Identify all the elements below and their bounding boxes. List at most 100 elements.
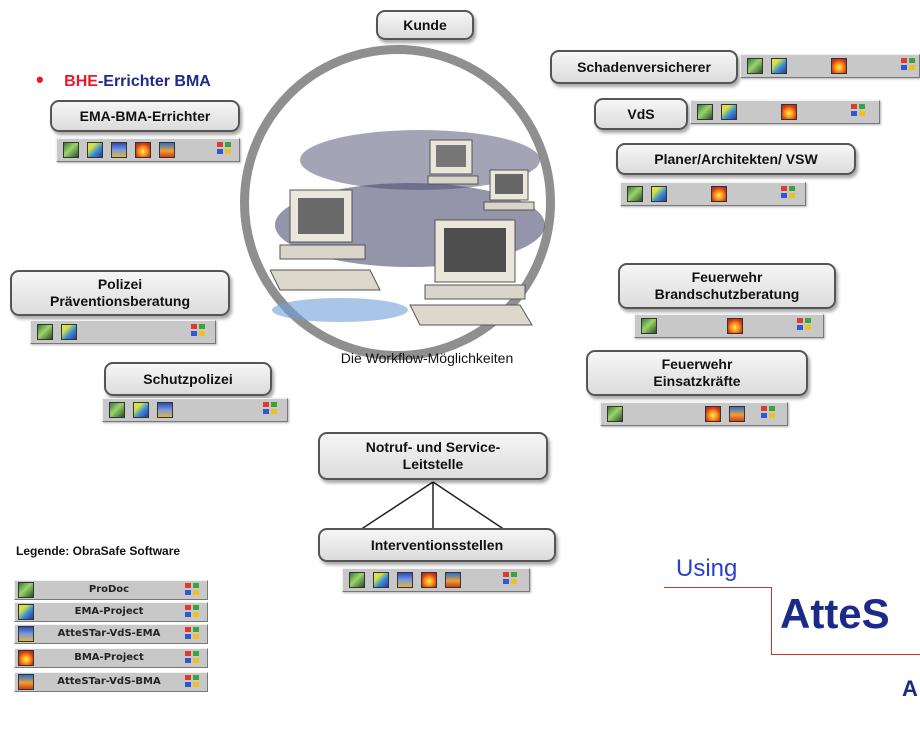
bhe-label: • BHE-Errichter BMA bbox=[36, 66, 211, 92]
attestar-vds-bma-icon bbox=[729, 406, 745, 422]
bhe-prefix: BHE bbox=[64, 73, 98, 90]
bma-project-icon bbox=[705, 406, 721, 422]
attestar-vds-bma-icon bbox=[445, 572, 461, 588]
feuerwehr-brand-line2: Brandschutzberatung bbox=[654, 286, 800, 302]
ema-project-icon bbox=[18, 604, 34, 620]
software-bar-feuerwehr-einsatz bbox=[600, 402, 788, 426]
network-computers-illustration bbox=[270, 130, 545, 326]
stakeholder-feuerwehr-brandschutzberatung: Feuerwehr Brandschutzberatung bbox=[618, 263, 836, 309]
bma-project-icon bbox=[421, 572, 437, 588]
attestar-vds-ema-icon bbox=[397, 572, 413, 588]
windows-icon bbox=[217, 142, 233, 156]
windows-icon bbox=[185, 675, 201, 689]
bullet-icon: • bbox=[36, 67, 44, 92]
legend-label: AtteSTar-VdS-EMA bbox=[57, 628, 161, 639]
windows-icon bbox=[797, 318, 813, 332]
prodoc-icon bbox=[697, 104, 713, 120]
windows-icon bbox=[781, 186, 797, 200]
bma-project-icon bbox=[727, 318, 743, 334]
using-text: Using bbox=[676, 555, 738, 582]
windows-icon bbox=[761, 406, 777, 420]
stakeholder-polizei-praeventionsberatung: Polizei Präventionsberatung bbox=[10, 270, 230, 316]
legend-title: Legende: ObraSafe Software bbox=[16, 544, 181, 558]
legend-item-ema-project: EMA-Project bbox=[14, 602, 208, 622]
legend-label: BMA-Project bbox=[74, 652, 144, 663]
attestar-vds-bma-icon bbox=[159, 142, 175, 158]
polizei-line1: Polizei bbox=[97, 276, 143, 292]
ema-project-icon bbox=[771, 58, 787, 74]
brand-sub-partial: A bbox=[902, 676, 918, 701]
feuerwehr-einsatz-line1: Feuerwehr bbox=[661, 356, 733, 372]
prodoc-icon bbox=[18, 582, 34, 598]
software-bar-feuerwehr-brand bbox=[634, 314, 824, 338]
stakeholder-kunde: Kunde bbox=[376, 10, 474, 40]
legend-label: EMA-Project bbox=[74, 606, 144, 617]
stakeholder-schutzpolizei: Schutzpolizei bbox=[104, 362, 272, 396]
stakeholder-feuerwehr-einsatzkraefte: Feuerwehr Einsatzkräfte bbox=[586, 350, 808, 396]
attestar-vds-ema-icon bbox=[111, 142, 127, 158]
software-bar-planer bbox=[620, 182, 806, 206]
stakeholder-schadenversicherer: Schadenversicherer bbox=[550, 50, 738, 84]
hub-caption: Die Workflow-Möglichkeiten bbox=[340, 350, 514, 366]
stakeholder-ema-bma-errichter: EMA-BMA-Errichter bbox=[50, 100, 240, 132]
bma-project-icon bbox=[831, 58, 847, 74]
prodoc-icon bbox=[63, 142, 79, 158]
windows-icon bbox=[185, 605, 201, 619]
attestar-vds-ema-icon bbox=[18, 626, 34, 642]
prodoc-icon bbox=[641, 318, 657, 334]
attestar-vds-bma-icon bbox=[18, 674, 34, 690]
windows-icon bbox=[263, 402, 279, 416]
prodoc-icon bbox=[747, 58, 763, 74]
stakeholder-notruf-service-leitstelle: Notruf- und Service- Leitstelle bbox=[318, 432, 548, 480]
windows-icon bbox=[191, 324, 207, 338]
notruf-line2: Leitstelle bbox=[402, 456, 464, 472]
attestar-vds-ema-icon bbox=[157, 402, 173, 418]
notruf-line1: Notruf- und Service- bbox=[365, 439, 501, 455]
software-bar-ema-bma bbox=[56, 138, 240, 162]
prodoc-icon bbox=[109, 402, 125, 418]
bma-project-icon bbox=[781, 104, 797, 120]
red-rule-vertical bbox=[771, 587, 772, 655]
bma-project-icon bbox=[18, 650, 34, 666]
windows-icon bbox=[185, 583, 201, 597]
bma-project-icon bbox=[135, 142, 151, 158]
ema-project-icon bbox=[373, 572, 389, 588]
bhe-rest: -Errichter BMA bbox=[97, 73, 211, 90]
ema-project-icon bbox=[133, 402, 149, 418]
windows-icon bbox=[185, 651, 201, 665]
prodoc-icon bbox=[349, 572, 365, 588]
feuerwehr-einsatz-line2: Einsatzkräfte bbox=[653, 373, 741, 389]
windows-icon bbox=[185, 627, 201, 641]
windows-icon bbox=[901, 58, 917, 72]
ema-project-icon bbox=[721, 104, 737, 120]
bma-project-icon bbox=[711, 186, 727, 202]
legend-item-prodoc: ProDoc bbox=[14, 580, 208, 600]
software-bar-polizei bbox=[30, 320, 216, 344]
stakeholder-planer-architekten-vsw: Planer/Architekten/ VSW bbox=[616, 143, 856, 175]
software-bar-vds bbox=[690, 100, 880, 124]
prodoc-icon bbox=[37, 324, 53, 340]
legend-label: ProDoc bbox=[88, 584, 130, 595]
legend-item-attestar-vds-ema: AtteSTar-VdS-EMA bbox=[14, 624, 208, 644]
software-bar-schutzpolizei bbox=[102, 398, 288, 422]
windows-icon bbox=[503, 572, 519, 586]
stakeholder-interventionsstellen: Interventionsstellen bbox=[318, 528, 556, 562]
red-rule-horizontal bbox=[664, 587, 772, 588]
ema-project-icon bbox=[87, 142, 103, 158]
legend-item-attestar-vds-bma: AtteSTar-VdS-BMA bbox=[14, 672, 208, 692]
red-rule-bottom bbox=[771, 654, 920, 655]
stakeholder-vds: VdS bbox=[594, 98, 688, 130]
prodoc-icon bbox=[627, 186, 643, 202]
windows-icon bbox=[851, 104, 867, 118]
software-bar-interventionsstellen bbox=[342, 568, 530, 592]
software-bar-schadenversicherer bbox=[740, 54, 920, 78]
brand-attestar-partial: AtteS bbox=[780, 590, 890, 637]
legend-item-bma-project: BMA-Project bbox=[14, 648, 208, 668]
feuerwehr-brand-line1: Feuerwehr bbox=[691, 269, 763, 285]
ema-project-icon bbox=[651, 186, 667, 202]
ema-project-icon bbox=[61, 324, 77, 340]
prodoc-icon bbox=[607, 406, 623, 422]
legend-label: AtteSTar-VdS-BMA bbox=[57, 676, 161, 687]
polizei-line2: Präventionsberatung bbox=[49, 293, 191, 309]
